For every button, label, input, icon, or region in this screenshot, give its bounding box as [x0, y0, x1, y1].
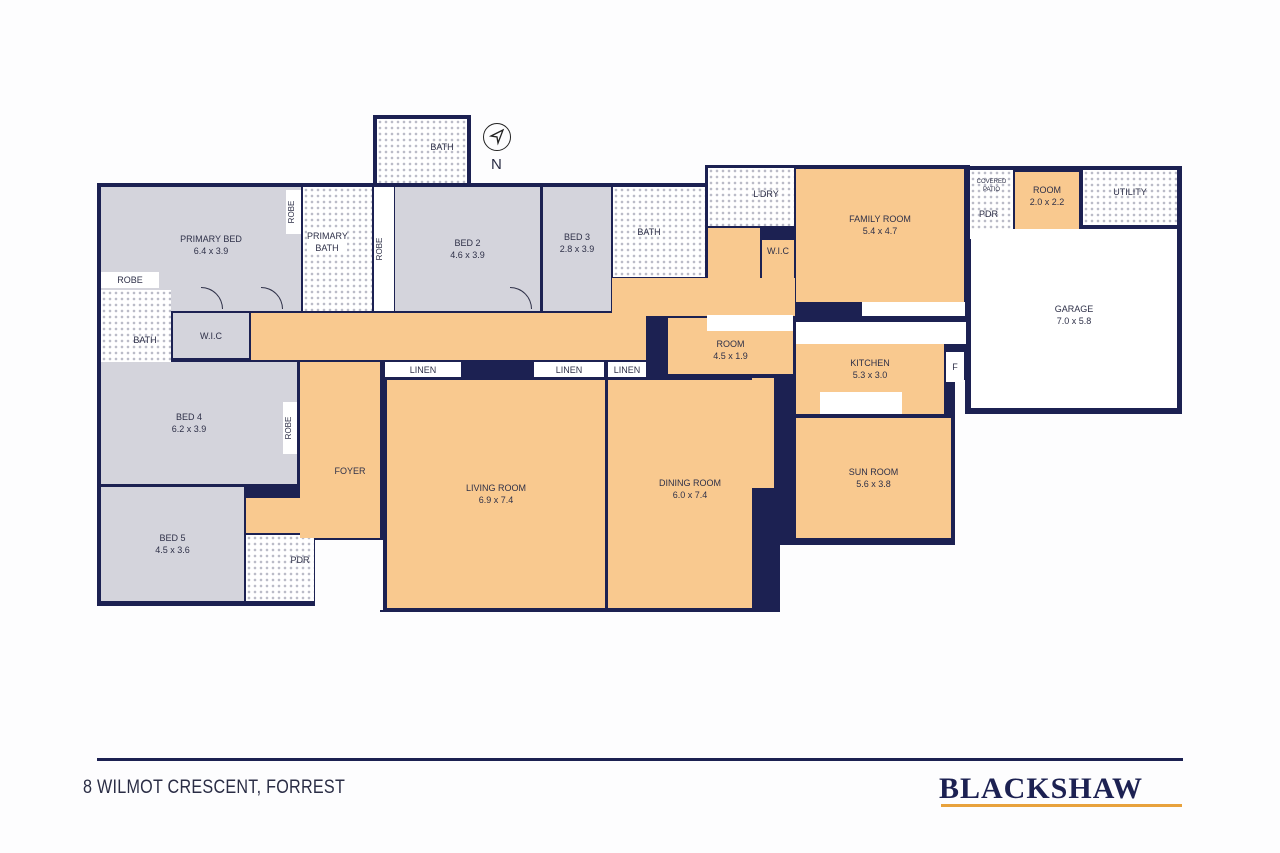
room-sun: SUN ROOM 5.6 x 3.8	[796, 418, 951, 538]
counter	[862, 302, 965, 316]
room-label: L'DRY	[753, 189, 779, 200]
room-label: W.I.C	[767, 246, 789, 257]
room-label: ROBE	[287, 200, 296, 224]
room-wic: W.I.C	[173, 313, 249, 358]
room-pdr: PDR	[246, 535, 314, 601]
room-name: FAMILY ROOM	[849, 213, 911, 224]
room-wic-2: W.I.C	[762, 240, 794, 278]
room-name: BED 4	[175, 412, 202, 422]
room-dining-ext	[752, 378, 774, 488]
room-label: BATH	[637, 227, 661, 237]
room-foyer: FOYER	[300, 362, 380, 538]
room-bath-top: BATH	[377, 119, 467, 183]
room-label: ROBE	[284, 416, 293, 440]
room-dims: 7.0 x 5.8	[1056, 315, 1092, 326]
room-name: BED 5	[159, 533, 186, 543]
door[interactable]	[261, 287, 283, 309]
room-label: FOYER	[334, 466, 366, 477]
room-dims: 6.9 x 7.4	[478, 495, 514, 505]
room-linen: LINEN	[608, 362, 646, 377]
room-linen: LINEN	[534, 362, 604, 377]
exterior-gap	[780, 545, 960, 615]
room-name: ROOM	[1033, 185, 1061, 196]
room-primary-bath: PRIMARY BATH	[303, 187, 372, 311]
hallway	[708, 228, 760, 280]
room-linen: LINEN	[385, 362, 461, 377]
cooktop-bench	[796, 322, 966, 344]
room-dims: 2.8 x 3.9	[559, 243, 595, 254]
brand-logo-underline	[941, 804, 1182, 807]
room-robe: ROBE	[101, 272, 159, 288]
brand-logo: BLACKSHAW	[939, 772, 1144, 805]
room-label: BATH	[430, 142, 454, 152]
room-bed-4: BED 4 6.2 x 3.9	[101, 362, 297, 484]
room-dims: 4.5 x 1.9	[713, 351, 748, 362]
room-name: ROOM	[716, 339, 745, 350]
room-dims: 5.6 x 3.8	[856, 479, 891, 489]
room-bed-5: BED 5 4.5 x 3.6	[101, 487, 244, 601]
room-robe: ROBE	[283, 402, 297, 454]
exterior-gap	[315, 540, 383, 610]
room-label: F	[952, 362, 958, 372]
room-label: LINEN	[613, 364, 641, 375]
compass-north-label: N	[491, 156, 502, 173]
hallway	[612, 278, 795, 316]
room-name: SUN ROOM	[848, 467, 899, 477]
compass-icon	[483, 123, 511, 151]
room-bath-right: BATH	[613, 187, 705, 277]
room-name: DINING ROOM	[659, 478, 721, 489]
footer-divider	[97, 758, 1183, 761]
room-robe: ROBE	[374, 187, 394, 311]
room-living: LIVING ROOM 6.9 x 7.4	[387, 380, 605, 608]
room-label: PDR	[290, 555, 310, 565]
hallway	[251, 313, 646, 360]
room-label: PRIMARY BATH	[307, 230, 348, 254]
room-dims: 4.5 x 3.6	[155, 545, 190, 555]
room-dims: 6.0 x 7.4	[672, 490, 708, 501]
room-bed-2: BED 2 4.6 x 3.9	[395, 187, 540, 311]
room-label: BATH	[133, 335, 157, 345]
room-dims: 4.6 x 3.9	[450, 250, 485, 260]
island-bench	[820, 392, 902, 414]
door[interactable]	[510, 287, 532, 309]
room-label: LINEN	[409, 364, 437, 375]
door[interactable]	[201, 287, 223, 309]
room-name: LIVING ROOM	[465, 483, 526, 493]
room-label: ROBE	[375, 237, 384, 261]
room-name: BED 3	[563, 231, 590, 242]
room-label: ROBE	[117, 275, 143, 285]
room-utility: UTILITY	[1083, 170, 1177, 225]
room-dims: 5.3 x 3.0	[852, 369, 888, 380]
room-label: COVERED PATIO	[976, 179, 1007, 193]
property-address: 8 WILMOT CRESCENT, FORREST	[83, 777, 346, 798]
room-name: KITCHEN	[850, 357, 890, 368]
room-dims: 2.0 x 2.2	[1029, 197, 1065, 208]
room-name: BED 2	[454, 238, 481, 248]
room-dims: 6.2 x 3.9	[171, 424, 207, 434]
room-dims: 5.4 x 4.7	[862, 225, 898, 236]
room-label: LINEN	[555, 364, 583, 375]
cupboard	[707, 315, 793, 331]
room-name: GARAGE	[1054, 303, 1094, 314]
room-name: PRIMARY BED	[180, 234, 242, 244]
room-robe: ROBE	[286, 190, 301, 234]
room-dims: 6.4 x 3.9	[193, 246, 229, 256]
fridge: F	[946, 352, 964, 382]
room-patio-pdr: COVERED PATIO PDR	[970, 170, 1013, 239]
room-label: UTILITY	[1113, 187, 1147, 197]
room-laundry: L'DRY	[708, 168, 794, 226]
room-label: PDR	[978, 209, 998, 219]
room-label: W.I.C	[200, 330, 222, 341]
